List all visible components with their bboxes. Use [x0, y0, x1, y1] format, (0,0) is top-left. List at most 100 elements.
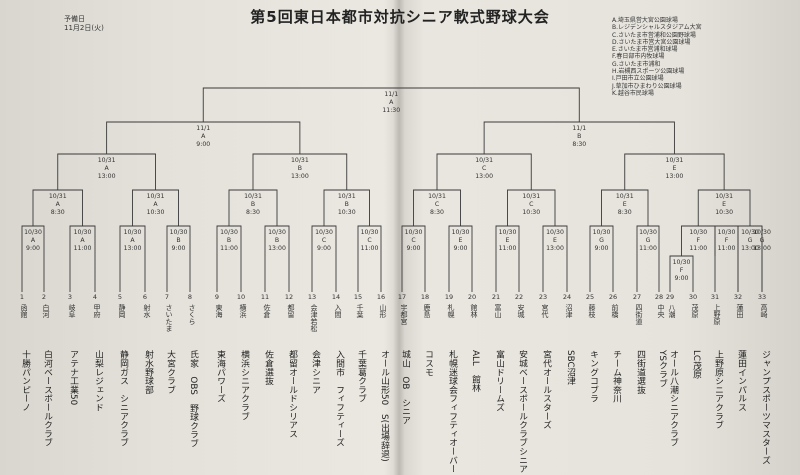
team-name: 氏家 OBS 野球クラブ [188, 350, 198, 448]
team-number: 21 [492, 293, 500, 301]
team-city: 函館 [20, 303, 28, 319]
team-city: 前橋 [611, 303, 619, 319]
team-number: 24 [563, 293, 571, 301]
team-city: 中央 [657, 303, 665, 319]
team-number: 31 [711, 293, 719, 301]
team-name: キングコブラ [588, 350, 598, 403]
team-city: 東海 [215, 303, 223, 319]
legend-item: D.さいたま市営大宮公園球場 [612, 38, 691, 46]
match-time: 11:00 [74, 245, 92, 252]
team-number: 12 [285, 293, 293, 301]
team-name: ALL 館林 [470, 350, 480, 393]
team-name: 富山ドリームズ [494, 349, 504, 412]
team-number: 2 [42, 293, 46, 301]
match-venue: A [105, 165, 110, 172]
team-city: 入間 [334, 304, 342, 319]
match-time: 11:00 [689, 245, 707, 252]
team-city: 宮代 [541, 303, 549, 319]
team-name: 十勝パンピーノ [20, 349, 30, 412]
match-date: 10/31 [475, 157, 493, 164]
team-number: 22 [515, 293, 523, 301]
match-venue: C [367, 237, 371, 244]
match-time: 13:00 [291, 173, 309, 180]
match-time: 13:00 [124, 245, 142, 252]
match-venue: B [275, 237, 279, 244]
match-time: 9:00 [196, 141, 210, 148]
team-city: 藤枝 [588, 303, 596, 319]
match-venue: A [130, 237, 135, 244]
match-venue: B [298, 165, 302, 172]
team-city: 会津若松 [310, 303, 318, 333]
legend-item: G.さいたま市浦和 [612, 60, 661, 68]
team-city: 八潮 [668, 304, 676, 319]
team-city: さくら [188, 304, 196, 325]
team-number: 8 [188, 293, 192, 301]
team-number: 27 [633, 293, 641, 301]
match-date: 10/30 [24, 229, 42, 236]
match-venue: B [251, 201, 255, 208]
match-time: 10:30 [338, 209, 356, 216]
team-name: オール山形50 S(出場辞退) [379, 350, 389, 462]
team-city: 千葉 [356, 303, 364, 319]
team-name: YSクラブ [657, 349, 667, 387]
match-venue: F [725, 237, 729, 244]
team-city: 白河 [42, 303, 50, 318]
match-date: 10/31 [147, 193, 165, 200]
team-city: 館林 [470, 303, 478, 319]
match-date: 10/31 [338, 193, 356, 200]
match-time: 8:30 [430, 209, 444, 216]
match-date: 10/30 [268, 229, 286, 236]
team-city: 岐阜 [68, 303, 76, 319]
team-number: 6 [143, 293, 147, 301]
match-time: 9:00 [454, 245, 468, 252]
team-number: 29 [666, 293, 674, 301]
match-venue: G [599, 237, 604, 244]
match-time: 9:00 [675, 275, 689, 282]
team-name: 蓮田インパルス [736, 349, 746, 412]
team-city: 沼津 [565, 303, 573, 319]
match-date: 10/30 [452, 229, 470, 236]
team-name: 千葉葛クラブ [356, 350, 366, 403]
match-date: 10/31 [715, 193, 733, 200]
match-time: 11:00 [718, 245, 736, 252]
team-number: 32 [734, 293, 742, 301]
team-city: 横浜 [239, 303, 247, 319]
match-venue: E [553, 237, 557, 244]
team-city: 札幌 [447, 303, 455, 319]
reserve-day-label: 予備日 [64, 15, 85, 23]
team-number: 13 [308, 293, 316, 301]
match-time: 8:30 [246, 209, 260, 216]
legend-item: F.春日部市内牧球場 [612, 53, 665, 61]
team-number: 25 [586, 293, 594, 301]
match-date: 10/30 [315, 229, 333, 236]
match-time: 13:00 [741, 245, 759, 252]
team-name: チーム神奈川 [611, 350, 621, 403]
team-number: 14 [332, 293, 340, 301]
team-name: オール八潮シニアクラブ [668, 350, 678, 447]
team-name: 大宮クラブ [165, 349, 175, 394]
page-gutter [393, 0, 405, 475]
team-number: 18 [421, 293, 429, 301]
team-name: 静岡ガス シニアクラブ [118, 349, 128, 447]
match-venue: A [56, 201, 61, 208]
match-date: 10/30 [639, 229, 657, 236]
team-number: 15 [354, 293, 362, 301]
match-time: 8:30 [572, 141, 586, 148]
team-name: 入間市 フィフティーズ [334, 350, 344, 447]
match-date: 10/31 [666, 157, 684, 164]
team-name: LC茂原 [691, 350, 701, 379]
match-time: 11:00 [361, 245, 379, 252]
team-number: 33 [758, 293, 766, 301]
match-venue: F [680, 267, 684, 274]
match-date: 10/30 [361, 229, 379, 236]
match-venue: B [176, 237, 180, 244]
match-date: 10/30 [673, 259, 691, 266]
match-date: 10/30 [546, 229, 564, 236]
team-city: さいたま [165, 304, 173, 332]
team-number: 11 [261, 293, 269, 301]
match-time: 10:30 [522, 209, 540, 216]
team-name: 都留オールドシリアス [287, 350, 297, 438]
match-date: 10/31 [244, 193, 262, 200]
match-time: 11:00 [499, 245, 517, 252]
